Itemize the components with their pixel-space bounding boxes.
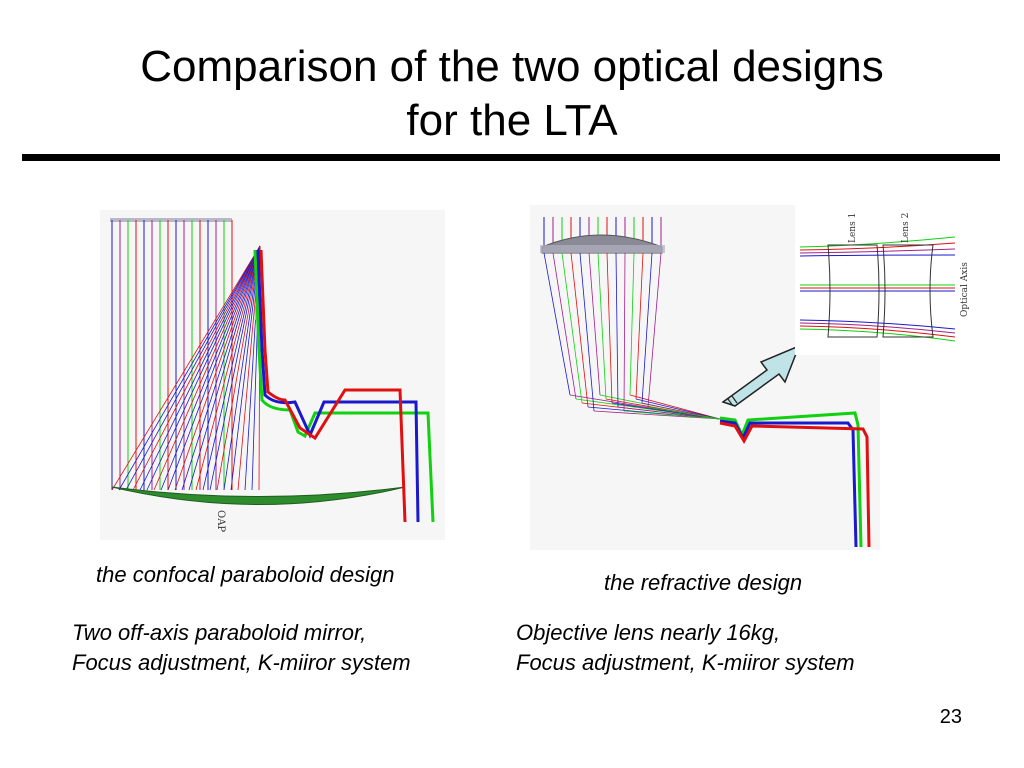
left-design-description: Two off-axis paraboloid mirror, Focus ad… <box>72 618 411 678</box>
output-beam-blue <box>256 249 420 523</box>
oap-label: OAP <box>215 510 226 532</box>
right-design-description: Objective lens nearly 16kg, Focus adjust… <box>516 618 855 678</box>
optical-axis-label: Optical Axis <box>960 262 970 317</box>
output-beam-red <box>259 249 407 523</box>
arrow-icon <box>721 344 801 407</box>
output-beam-green <box>719 411 863 548</box>
lens-2-label: Lens 2 <box>901 213 911 243</box>
lens-2-shape <box>882 244 934 338</box>
slide-title: Comparison of the two optical designs fo… <box>0 40 1024 148</box>
output-beam-red <box>719 421 871 548</box>
confocal-paraboloid-diagram: OAP <box>100 210 445 540</box>
zoom-arrow <box>721 344 801 407</box>
title-line-1: Comparison of the two optical designs <box>140 42 884 91</box>
lens-inset-diagram: Lens 1 Lens 2 Optical Axis <box>795 205 975 355</box>
lens-1-shape <box>827 244 880 338</box>
title-line-2: for the LTA <box>406 96 618 145</box>
left-design-caption: the confocal paraboloid design <box>96 562 395 587</box>
left-desc-line-1: Two off-axis paraboloid mirror, <box>72 620 367 645</box>
right-desc-line-2: Focus adjustment, K-miiror system <box>516 650 855 675</box>
lens-1-label: Lens 1 <box>848 213 858 243</box>
converging-rays <box>543 252 721 420</box>
right-desc-line-1: Objective lens nearly 16kg, <box>516 620 781 645</box>
title-divider <box>22 154 1000 161</box>
page-number: 23 <box>939 706 962 728</box>
left-desc-line-2: Focus adjustment, K-miiror system <box>72 650 411 675</box>
right-design-caption: the refractive design <box>604 570 803 595</box>
inset-ray-lines <box>799 236 956 342</box>
